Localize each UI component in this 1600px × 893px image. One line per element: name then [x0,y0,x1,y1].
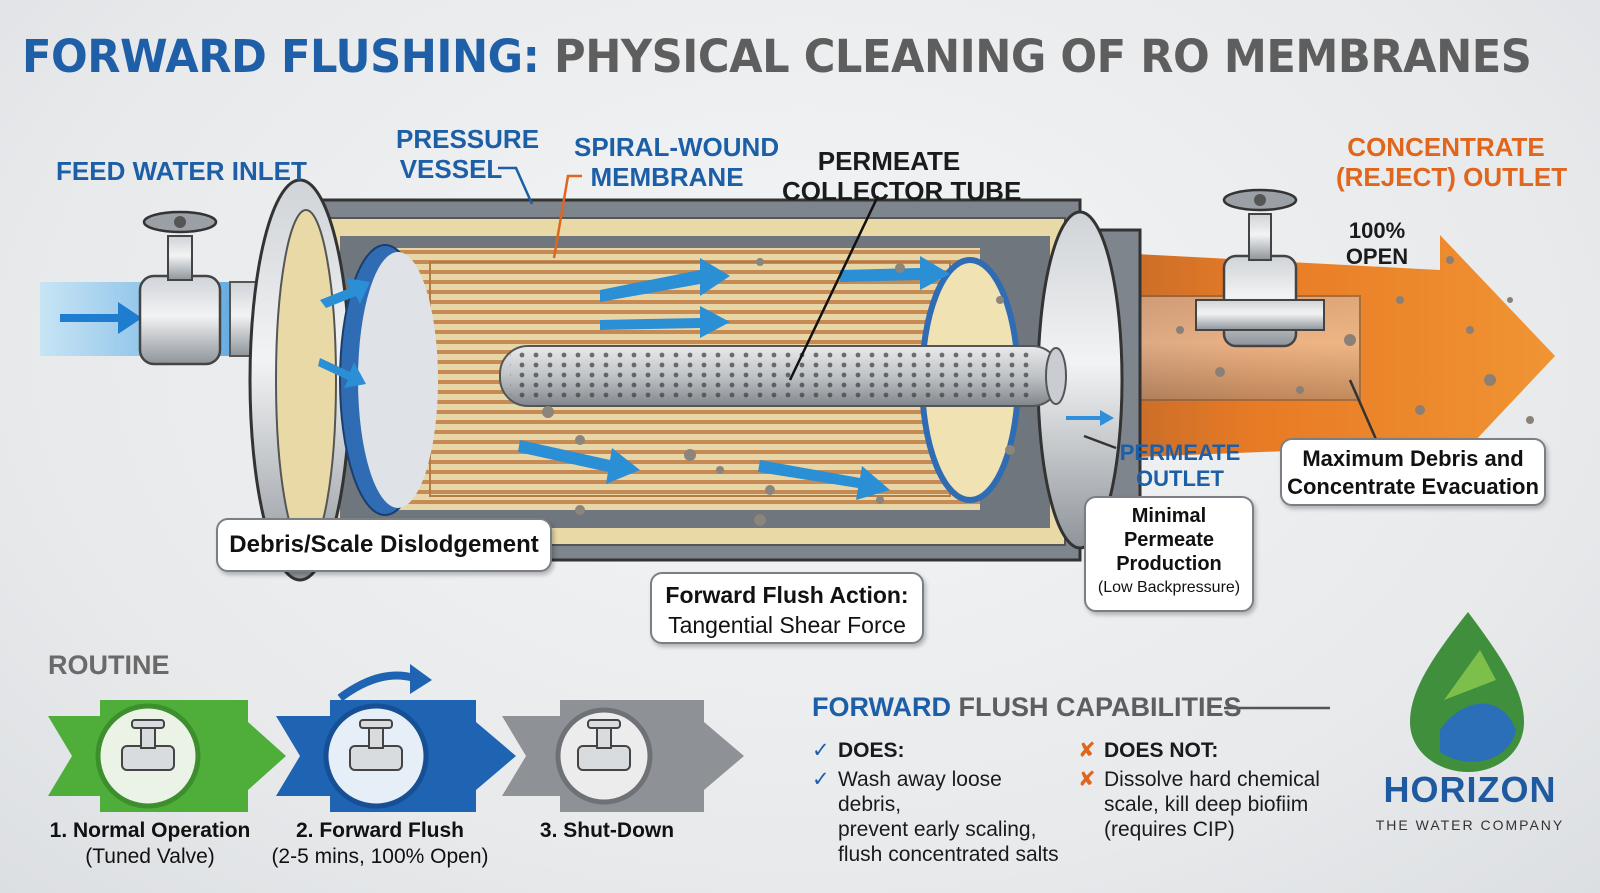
does-not-list: ✘ DOES NOT: ✘ Dissolve hard chemical sca… [1078,738,1328,842]
flush-action-callout: Forward Flush Action: Tangential Shear F… [650,572,924,644]
pressure-vessel-label: PRESSURE VESSEL [396,124,540,184]
debris-particles [542,258,1015,526]
stage-valve-icons [121,719,631,771]
does-heading: DOES: [838,739,905,762]
permeate-callout-note: (Low Backpressure) [1097,579,1241,596]
does-item: Wash away loose debris, [838,768,1002,816]
evacuation-callout: Maximum Debris and Concentrate Evacuatio… [1280,438,1546,506]
permeate-outlet-label: PERMEATE OUTLET [1118,440,1242,492]
concentrate-label-line2: (REJECT) OUTLET [1336,162,1568,192]
spiral-membrane-label: SPIRAL-WOUND MEMBRANE [574,132,780,192]
valve-open-label: 100% OPEN [1342,218,1412,270]
page-title: FORWARD FLUSHING: PHYSICAL CLEANING OF R… [22,30,1532,83]
stage-2-sub: (2-5 mins, 100% Open) [271,845,489,868]
stage-1-sub: (Tuned Valve) [85,845,215,868]
stage-shut-down: 3. Shut-Down [502,818,712,844]
logo-name: HORIZON [1383,769,1557,810]
stage-3-label: 3. Shut-Down [539,819,675,842]
valve-open-label-line2: OPEN [1345,244,1409,269]
permeate-tube-label: PERMEATE COLLECTOR TUBE [782,146,1022,206]
permeate-callout-line3: Production [1116,553,1222,575]
permeate-collector-tube [499,345,1114,426]
concentrate-label-line1: CONCENTRATE [1347,132,1545,162]
cross-icon: ✘ [1078,739,1096,762]
permeate-outlet-label-line1: PERMEATE [1119,440,1241,465]
evacuation-callout-line1: Maximum Debris and [1302,446,1524,471]
does-item: prevent early scaling, [838,818,1037,841]
routine-heading: ROUTINE [48,650,170,680]
flush-action-subtitle: Tangential Shear Force [668,612,906,638]
capabilities-heading-2: FLUSH CAPABILITIES [958,692,1242,722]
permeate-callout-line2: Permeate [1123,529,1215,551]
feed-inlet-label: FEED WATER INLET [56,156,307,186]
does-not-item: Dissolve hard chemical [1104,768,1320,791]
spiral-membrane-label-line1: SPIRAL-WOUND [574,132,780,162]
title-rest: PHYSICAL CLEANING OF RO MEMBRANES [554,30,1532,83]
permeate-tube-label-line2: COLLECTOR TUBE [782,176,1022,206]
flush-action-title: Forward Flush Action: [665,582,909,608]
stage-1-label: 1. Normal Operation [49,819,251,842]
stage-normal-operation: 1. Normal Operation (Tuned Valve) [30,818,270,870]
logo-tagline: THE WATER COMPANY [1375,817,1565,833]
concentrate-outlet-label: CONCENTRATE (REJECT) OUTLET [1336,132,1568,192]
evacuation-callout-line2: Concentrate Evacuation [1287,474,1539,499]
does-not-item: scale, kill deep biofiim [1104,793,1309,816]
permeate-callout-line1: Minimal [1131,505,1207,527]
debris-callout-text: Debris/Scale Dislodgement [229,531,539,558]
stage-forward-flush: 2. Forward Flush (2-5 mins, 100% Open) [258,818,502,870]
title-highlight: FORWARD FLUSHING: [22,30,540,83]
does-list: ✓ DOES: ✓ Wash away loose debris, preven… [812,738,1062,867]
outlet-valve-icon [1195,188,1325,348]
does-item: flush concentrated salts [838,843,1059,866]
spiral-membrane-label-line2: MEMBRANE [590,162,744,192]
pressure-vessel-label-line2: VESSEL [399,154,503,184]
horizon-logo-icon [1410,612,1524,772]
cross-icon-2: ✘ [1078,768,1096,791]
permeate-tube-label-line1: PERMEATE [817,146,961,176]
flow-arrows [318,256,950,500]
check-icon: ✓ [812,739,830,762]
inlet-valve-icon [138,210,222,366]
permeate-production-callout: Minimal Permeate Production (Low Backpre… [1084,496,1254,612]
capabilities-heading-1: FORWARD [812,692,951,722]
check-icon-2: ✓ [812,768,830,791]
debris-callout: Debris/Scale Dislodgement [216,518,552,572]
does-not-heading: DOES NOT: [1104,739,1219,762]
does-not-item: (requires CIP) [1104,818,1235,841]
valve-open-label-line1: 100% [1348,218,1406,243]
pressure-vessel-label-line1: PRESSURE [396,124,540,154]
capabilities-heading: FORWARD FLUSH CAPABILITIES [812,692,1242,722]
permeate-outlet-label-line2: OUTLET [1136,466,1224,491]
stage-2-label: 2. Forward Flush [295,819,465,842]
